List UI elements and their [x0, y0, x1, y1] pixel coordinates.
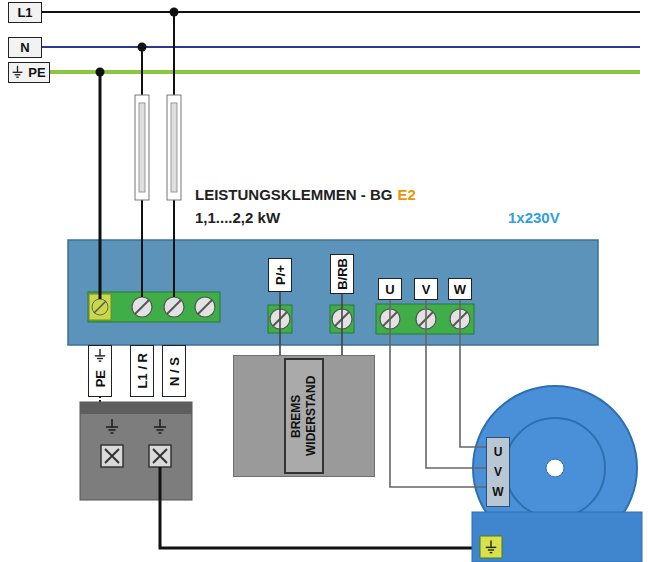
motor-terminal-box: UVW: [486, 437, 510, 507]
inverter-body-part: [88, 292, 220, 322]
terminal-label-text: U: [385, 282, 394, 297]
supply-label: PE: [8, 62, 50, 83]
heading-line: LEISTUNGSKLEMMEN - BG E2: [195, 186, 416, 203]
inverter-body-part: [92, 299, 108, 315]
fuse-symbol: [135, 95, 181, 200]
terminal-label: P/+: [268, 258, 292, 292]
earth-bar-part: [101, 445, 123, 467]
terminal-screws-part: [132, 297, 152, 317]
motor-symbol-part: [505, 418, 605, 518]
supply-lines-part: [13, 66, 23, 77]
terminal-label: N / S: [162, 345, 186, 397]
supply-label: N: [8, 37, 42, 58]
terminal-screws-part: [198, 300, 212, 314]
terminal-label: W: [448, 278, 472, 300]
earth-bar-part: [105, 449, 119, 463]
earth-bar-part: [153, 449, 167, 463]
motor-terminal-box-text: U: [494, 442, 503, 462]
earth-bar: [80, 345, 482, 548]
terminal-screws-part: [164, 297, 184, 317]
supply-label: L1: [8, 2, 42, 23]
motor-terminal-box-text: W: [492, 482, 503, 502]
supply-label-text: N: [20, 40, 29, 55]
supply-lines-part: [50, 70, 640, 74]
terminal-screws-part: [195, 297, 215, 317]
mains-wiring-part: [99, 72, 102, 299]
brake-resistor-text: BREMS WIDERSTAND: [284, 358, 324, 474]
earth-bar-part: [160, 467, 482, 548]
size-code: E2: [398, 186, 416, 203]
motor-symbol: [472, 386, 642, 562]
fuse-symbol-part: [167, 95, 181, 200]
earth-bar-part: [154, 419, 166, 433]
motor-wire: [390, 300, 486, 487]
terminal-screws: [132, 297, 470, 329]
earth-bar-part: [106, 419, 118, 433]
terminal-screws-part: [167, 300, 181, 314]
brake-resistor: BREMS WIDERSTAND: [233, 355, 375, 477]
inverter-body: [68, 240, 598, 345]
terminal-label-text: P/+: [273, 265, 288, 285]
supply-lines-part: [42, 11, 640, 13]
terminal-label-text: N / S: [167, 357, 182, 386]
inverter-body-part: [68, 240, 598, 345]
terminal-label: L1 / R: [130, 345, 154, 397]
motor-symbol-part: [486, 540, 497, 552]
terminal-label: U: [378, 278, 402, 300]
earth-bar-part: [80, 402, 192, 414]
mains-wiring-part: [141, 47, 143, 95]
earth-bar-part: [95, 349, 106, 361]
terminal-screws-part: [135, 300, 149, 314]
inverter-body-part: [94, 301, 106, 313]
terminal-label-text: PE: [93, 370, 108, 387]
motor-wire: [460, 300, 486, 447]
fuse-symbol-part: [171, 103, 177, 192]
terminal-label-text: V: [422, 282, 431, 297]
terminal-label-text: B/RB: [335, 258, 350, 290]
terminal-label-text: L1 / R: [135, 353, 150, 388]
mains-wiring-part: [173, 200, 175, 297]
motor-symbol-part: [546, 459, 564, 477]
earth-bar-part: [88, 345, 112, 397]
resistor-lead: [279, 292, 281, 355]
mains-wiring-part: [141, 200, 143, 297]
mains-wiring-part: [173, 12, 175, 95]
resistor-lead: [341, 294, 343, 355]
supply-lines-part: [8, 62, 50, 82]
supply-label-text: L1: [17, 5, 32, 20]
supply-lines: [8, 12, 640, 82]
supply-label-text: PE: [28, 65, 45, 80]
earth-bar-part: [149, 445, 171, 467]
power-range: 1,1....2,2 kW: [195, 209, 280, 226]
heading-text: LEISTUNGSKLEMMEN - BG: [195, 186, 393, 203]
motor-symbol-part: [472, 512, 642, 562]
terminal-label: B/RB: [330, 254, 354, 294]
motor-symbol-part: [480, 536, 502, 558]
supply-lines-part: [42, 46, 640, 48]
terminal-label: PE: [88, 345, 112, 397]
inverter-body: LEISTUNGSKLEMMEN - BGE21,1....2,2 kW1x23…: [68, 240, 598, 345]
fuse-symbol-part: [135, 95, 149, 200]
earth-bar-part: [80, 402, 192, 500]
terminal-label: V: [414, 278, 438, 300]
mains-wiring-part: [138, 43, 147, 52]
terminal-label-text: W: [454, 282, 466, 297]
mains-wiring: [96, 8, 179, 300]
supply-voltage: 1x230V: [508, 209, 560, 226]
mains-wiring-part: [170, 8, 179, 17]
motor-terminal-box-text: V: [494, 462, 502, 482]
fuse-symbol-part: [139, 103, 145, 192]
motor-wire: [426, 300, 486, 468]
